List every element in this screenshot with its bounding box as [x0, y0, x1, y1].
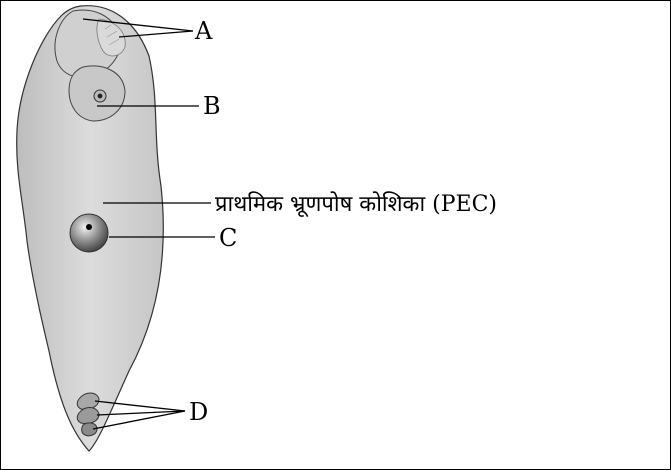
antipodal-cell-3 [81, 422, 98, 437]
label-pec: प्राथमिक भ्रूणपोष कोशिका (PEC) [215, 191, 497, 218]
leader-d-2 [96, 410, 186, 416]
leader-d-1 [94, 400, 186, 412]
leader-a-1 [82, 18, 194, 32]
leader-a-2 [118, 30, 194, 38]
synergid-a-hatch [104, 24, 120, 46]
leader-lines [82, 18, 215, 430]
polar-nucleus-c [69, 213, 109, 253]
leader-d-3 [92, 410, 186, 430]
label-d: D [189, 398, 208, 426]
label-b: B [203, 92, 221, 120]
synergid-a-inner [96, 18, 126, 57]
polar-nucleolus-c [86, 224, 92, 230]
antipodal-cell-2 [76, 407, 100, 425]
label-c: C [219, 224, 237, 252]
label-a: A [194, 17, 213, 45]
egg-nucleolus-b [97, 93, 103, 99]
